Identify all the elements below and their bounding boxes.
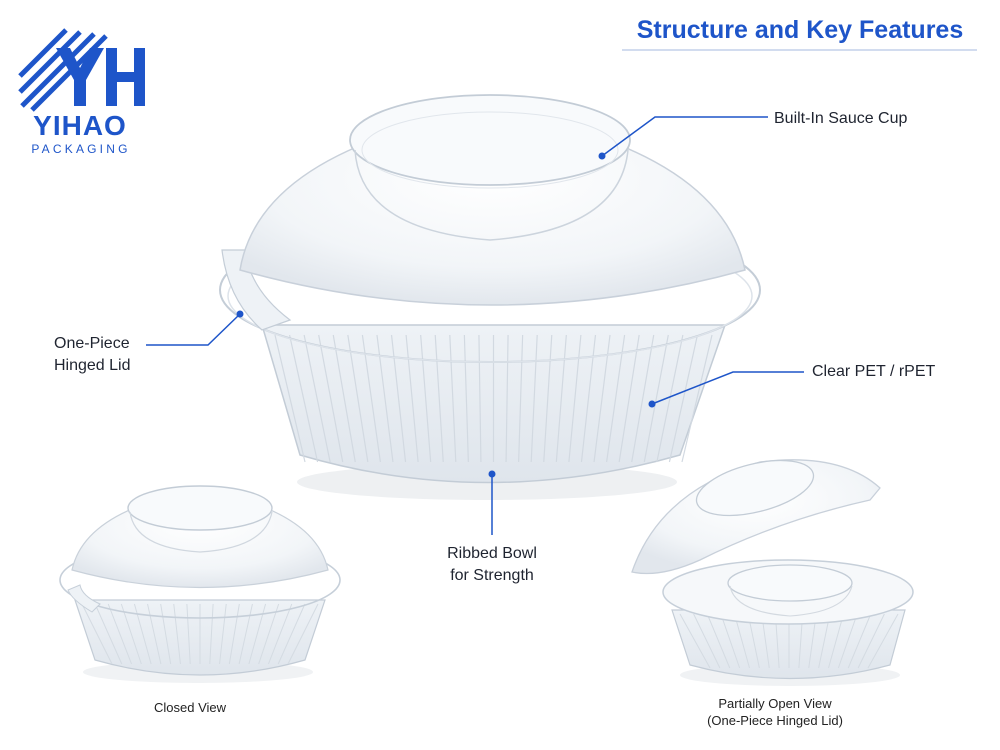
bowl-rib (643, 334, 669, 463)
bowl-rib (318, 334, 344, 463)
bowl-rib (228, 603, 240, 665)
bowl-rib (656, 334, 684, 463)
bowl-rib (209, 603, 214, 665)
bowl-rib (837, 613, 858, 669)
bowl-rib (120, 603, 142, 665)
callout-hinged-lid: One-Piece Hinged Lid (54, 333, 149, 377)
bowl-rib (555, 334, 567, 463)
leader-sauce-cup (601, 116, 768, 157)
bowl-rib (518, 334, 524, 463)
bowl-rib (681, 334, 713, 463)
bowl-rib (287, 603, 319, 665)
bowl-rib (857, 613, 885, 669)
caption-open-line1: Partially Open View (718, 696, 832, 711)
main-container (219, 94, 761, 500)
bowl-rib (606, 334, 626, 463)
bowl-rib (828, 613, 844, 669)
open-view-container (631, 459, 914, 686)
bowl-rib (568, 334, 582, 463)
bowl-rib (679, 613, 711, 669)
bowl-rib (478, 334, 482, 463)
bowl-rib (720, 613, 741, 669)
bowl-rib (867, 613, 899, 669)
caption-closed-view: Closed View (153, 700, 227, 715)
sauce-cup-wall (354, 149, 629, 241)
bowl-rib (543, 334, 553, 463)
bowl-rib (267, 603, 293, 665)
bowl-rib (81, 603, 113, 665)
bowl-rib (693, 613, 721, 669)
bowl-rib (173, 603, 181, 665)
yihao-yh-logo-icon (18, 28, 145, 112)
bowl-rib (734, 613, 750, 669)
callout-sauce-cup: Built-In Sauce Cup (774, 110, 908, 127)
bowl-rib (847, 613, 872, 669)
bowl-rib (238, 603, 253, 665)
bowl-rib (147, 603, 162, 665)
leader-clear-pet (651, 371, 804, 405)
callout-hinged-lid-line1: One-Piece (54, 335, 130, 352)
bowl-rib (420, 334, 432, 463)
bowl-rib (668, 334, 699, 463)
bowl-rib (219, 603, 227, 665)
sauce-cup-rim (349, 94, 631, 186)
bowl-rib (186, 603, 191, 665)
bowl-rib (303, 334, 331, 463)
caption-open-view: Partially Open View (One-Piece Hinged Li… (680, 695, 870, 729)
bowl-rib (505, 334, 509, 463)
bowl-rib (94, 603, 123, 665)
callout-ribbed-bowl: Ribbed Bowl for Strength (432, 543, 552, 587)
title-underline (622, 49, 977, 51)
closed-view-container (59, 485, 341, 683)
bowl-rib (405, 334, 419, 463)
brand-name: YIHAO (33, 110, 127, 141)
bowl-ribs (274, 334, 713, 463)
bowl-rib (274, 334, 306, 463)
page-title: Structure and Key Features (636, 16, 964, 44)
bowl-rib (618, 334, 640, 463)
caption-open-line2: (One-Piece Hinged Lid) (707, 713, 843, 728)
bowl-rib (347, 334, 369, 463)
bowl-rib (277, 603, 306, 665)
brand-tagline: PACKAGING (31, 142, 131, 156)
leader-hinged-lid (146, 313, 241, 346)
bowl-rib (258, 603, 280, 665)
bowl-rib (107, 603, 133, 665)
bowl-rib (463, 334, 469, 463)
callout-ribbed-line2: for Strength (450, 567, 534, 584)
bowl-rib (706, 613, 731, 669)
bowl-rib (434, 334, 444, 463)
bowl-rib (449, 334, 457, 463)
callout-clear-pet: Clear PET / rPET (812, 363, 936, 380)
leader-dots (236, 152, 656, 478)
callout-ribbed-line1: Ribbed Bowl (447, 545, 537, 562)
bowl-rib (593, 334, 611, 463)
callout-hinged-lid-line2: Hinged Lid (54, 357, 131, 374)
bowl-rib (361, 334, 381, 463)
leader-lines (146, 116, 804, 535)
bowl-rib (390, 334, 407, 463)
bowl-rib (631, 334, 655, 463)
bowl-rib (332, 334, 356, 463)
bowl-rib (160, 603, 172, 665)
bowl-rib (530, 334, 538, 463)
bowl-rib (288, 334, 319, 463)
